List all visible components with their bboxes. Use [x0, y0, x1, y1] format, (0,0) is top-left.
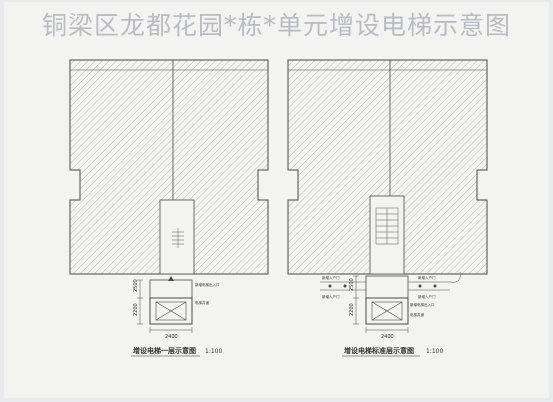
left-note-2: 电梯井道 — [195, 300, 209, 305]
right-building-outline — [287, 59, 488, 275]
right-note-5: 新增电梯出入口 — [410, 302, 435, 307]
left-entry-arrow — [168, 276, 174, 281]
left-elevator-cross — [155, 301, 187, 321]
right-note-2: 新增入户门 — [322, 294, 340, 299]
right-plan: 2500 2200 2400 新增入户门 新增入户门 新增入户门 新增入户门 新… — [287, 59, 488, 357]
right-elevator-cross — [371, 301, 403, 321]
left-stair-core — [159, 199, 195, 275]
left-elevator-lobby — [149, 279, 193, 299]
right-scale: 1:100 — [426, 348, 443, 355]
right-note-4: 新增入户门 — [418, 294, 436, 299]
right-note-6: 电梯井道 — [410, 312, 424, 317]
right-stair-steps — [375, 207, 399, 245]
left-elevator-shaft — [149, 297, 193, 325]
right-caption: 增设电梯标准层示意图 — [344, 346, 414, 355]
left-dim-width: 2400 — [165, 334, 178, 340]
right-note-3: 新增入户门 — [418, 275, 436, 280]
left-building-outline — [69, 59, 269, 275]
left-dim-lower: 2200 — [133, 303, 139, 316]
right-elevator-lobby — [365, 275, 409, 299]
right-dim-lower: 2200 — [349, 303, 355, 316]
right-dim-width: 2400 — [381, 334, 394, 340]
door-markers — [328, 284, 437, 288]
drawing-title: 铜梁区龙都花园*栋*单元增设电梯示意图 — [41, 11, 511, 40]
left-plan: 2500 2200 2400 新增电梯出入口 电梯井道 增设电梯一层示意图 1:… — [69, 59, 269, 357]
right-elevator-shaft — [365, 297, 409, 325]
left-scale: 1:100 — [205, 348, 222, 355]
right-dim-upper: 2500 — [349, 278, 355, 291]
left-dim-upper: 2500 — [133, 279, 139, 292]
left-caption: 增设电梯一层示意图 — [133, 346, 196, 355]
right-note-1: 新增入户门 — [322, 275, 340, 280]
left-stair-steps — [172, 228, 184, 248]
left-note-1: 新增电梯出入口 — [195, 282, 220, 287]
